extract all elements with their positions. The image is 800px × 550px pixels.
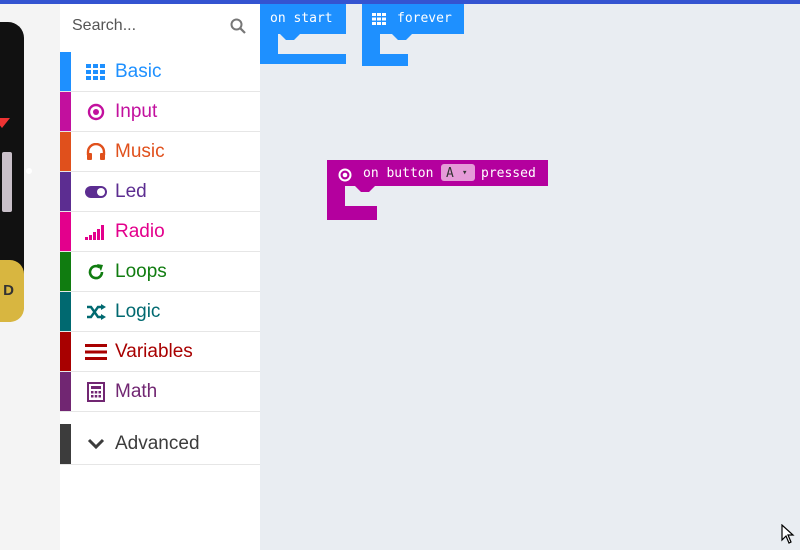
search-box[interactable] <box>60 4 260 48</box>
category-advanced[interactable]: Advanced <box>60 424 260 465</box>
category-label: Music <box>115 140 165 162</box>
button-dropdown[interactable]: A ▾ <box>441 164 475 181</box>
category-color-bar <box>60 252 71 291</box>
search-icon[interactable] <box>230 18 246 34</box>
simulator-button-label: D <box>3 282 14 299</box>
mouse-cursor-icon <box>781 524 795 544</box>
category-label: Variables <box>115 340 193 362</box>
category-color-bar <box>60 52 71 91</box>
toolbox: Basic Input Music <box>60 4 260 550</box>
block-label: forever <box>397 11 452 26</box>
category-color-bar <box>60 132 71 171</box>
list-lines-icon <box>79 343 113 360</box>
target-icon <box>338 168 352 182</box>
category-math[interactable]: Math <box>60 372 260 412</box>
category-color-bar <box>60 372 71 411</box>
category-label: Loops <box>115 260 167 282</box>
category-label: Radio <box>115 220 165 242</box>
microbit-simulator[interactable]: D <box>0 22 32 322</box>
chevron-down-icon <box>79 438 113 450</box>
category-color-bar <box>60 212 71 251</box>
category-label: Basic <box>115 60 162 82</box>
search-input[interactable] <box>70 10 224 42</box>
category-color-bar <box>60 172 71 211</box>
category-input[interactable]: Input <box>60 92 260 132</box>
top-accent-bar <box>0 0 800 4</box>
category-color-bar <box>60 292 71 331</box>
category-color-bar <box>60 332 71 371</box>
grid-icon <box>79 63 113 80</box>
target-icon <box>79 103 113 121</box>
block-label: on button <box>363 166 434 181</box>
category-color-bar <box>60 424 71 464</box>
category-loops[interactable]: Loops <box>60 252 260 292</box>
category-label: Led <box>115 180 147 202</box>
category-label: Logic <box>115 300 161 322</box>
dropdown-value: A <box>446 166 454 181</box>
board-chip <box>2 152 12 212</box>
category-label: Input <box>115 100 158 122</box>
board-led-dot <box>26 168 32 174</box>
headphones-icon <box>79 142 113 161</box>
category-variables[interactable]: Variables <box>60 332 260 372</box>
category-label: Advanced <box>115 433 200 454</box>
blocks-workspace[interactable]: on start forever on button A ▾ presse <box>260 4 800 550</box>
shuffle-icon <box>79 303 113 320</box>
calculator-icon <box>79 381 113 402</box>
category-color-bar <box>60 92 71 131</box>
signal-bars-icon <box>79 224 113 240</box>
category-logic[interactable]: Logic <box>60 292 260 332</box>
toggle-icon <box>79 185 113 199</box>
category-basic[interactable]: Basic <box>60 52 260 92</box>
category-led[interactable]: Led <box>60 172 260 212</box>
refresh-icon <box>79 263 113 281</box>
category-radio[interactable]: Radio <box>60 212 260 252</box>
dropdown-arrow-icon: ▾ <box>462 168 468 178</box>
category-label: Math <box>115 380 158 402</box>
category-music[interactable]: Music <box>60 132 260 172</box>
grid-icon <box>372 13 386 25</box>
block-label: on start <box>270 11 333 26</box>
simulator-button-d[interactable]: D <box>0 260 24 322</box>
logo-triangle <box>0 118 10 128</box>
block-label: pressed <box>481 166 536 181</box>
